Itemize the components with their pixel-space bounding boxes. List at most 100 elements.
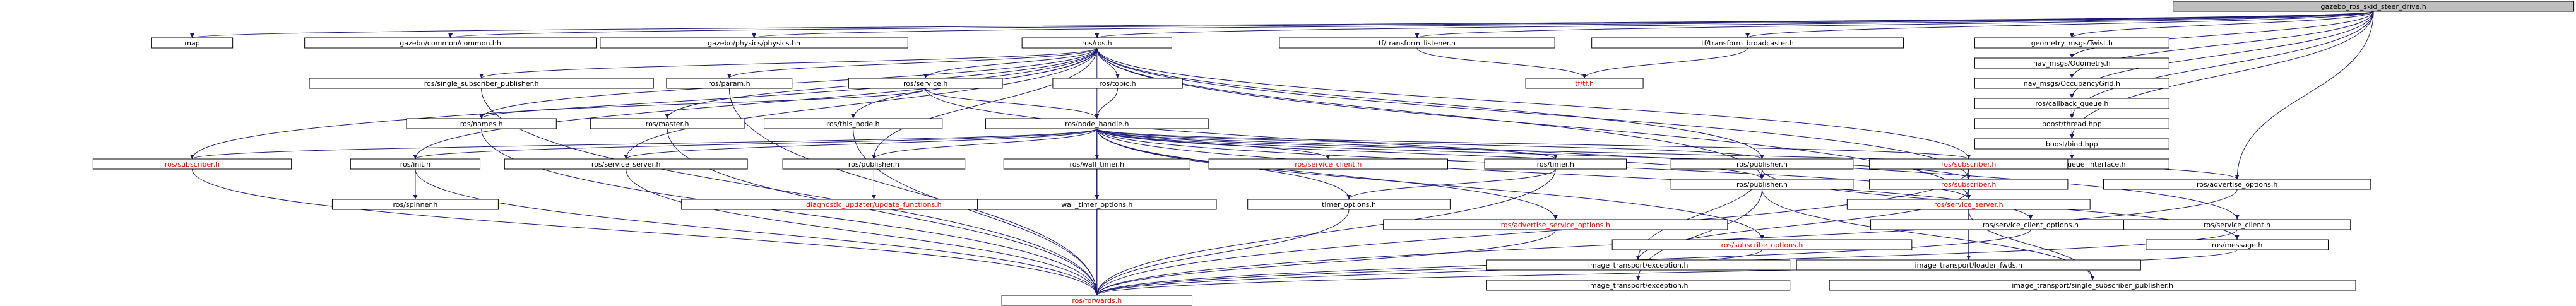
node-label: gazebo_ros_skid_steer_drive.h: [2320, 3, 2426, 11]
edge-ros_adv_service_options-to-ros_forwards: [1095, 229, 1556, 296]
node-label: ros/wall_timer.h: [1069, 160, 1124, 168]
node-it-exception-2[interactable]: image_transport/exception.h: [1486, 280, 1791, 291]
edge-ros_ros-to-ros_publisher_l: [871, 47, 1098, 160]
node-box: [1383, 219, 1728, 230]
node-box: [1869, 158, 2069, 170]
node-ros-adv-service-options[interactable]: ros/advertise_service_options.h: [1383, 219, 1728, 230]
edge-root-to-boost_bind: [2069, 11, 2374, 139]
node-ros-wall-timer-options[interactable]: wall_timer_options.h: [977, 199, 1217, 210]
node-tf-broadcaster[interactable]: tf/transform_broadcaster.h: [1591, 37, 1904, 49]
node-box: [304, 37, 597, 49]
node-label: ros/publisher.h: [1736, 160, 1788, 168]
edge-ros_ros-to-ros_subscriber_l: [190, 47, 1098, 160]
edge-ros_node_handle-to-ros_publisher_r: [1096, 128, 1764, 180]
node-label: ros/subscriber.h: [1941, 160, 1996, 168]
node-box: [1611, 239, 1913, 250]
node-label: image_transport/exception.h: [1588, 261, 1689, 269]
node-label: ros/service_client.h: [2204, 221, 2270, 229]
node-ros-topic[interactable]: ros/topic.h: [1052, 78, 1183, 89]
node-ros-subscriber-l[interactable]: ros/subscriber.h: [92, 158, 292, 170]
edge-ros_subscriber_m-to-ros_forwards: [1095, 168, 1969, 296]
node-diag-updater[interactable]: diagnostic_updater/update_functions.h: [681, 199, 1067, 210]
node-nav-grid[interactable]: nav_msgs/OccupancyGrid.h: [1974, 78, 2169, 89]
node-label: boost/thread.hpp: [2042, 120, 2102, 128]
node-label: ros/subscribe_options.h: [1721, 241, 1803, 249]
edge-root-to-gz_physics: [752, 11, 2374, 38]
node-ros-subscribe-options[interactable]: ros/subscribe_options.h: [1611, 239, 1913, 250]
edge-ros_this_node-to-ros_forwards: [853, 128, 1100, 296]
edge-ros_node_handle-to-ros_init: [413, 128, 1098, 160]
node-ros-publisher-r[interactable]: ros/publisher.h: [1670, 179, 1854, 190]
node-ros-forwards[interactable]: ros/forwards.h: [1001, 295, 1193, 306]
edge-root-to-gz_common: [449, 11, 2374, 38]
edge-ros_ros-to-ros_service_server_l: [624, 47, 1098, 160]
node-tf-tf[interactable]: tf/tf.h: [1525, 78, 1644, 89]
node-it-exception-1[interactable]: image_transport/exception.h: [1486, 259, 1791, 271]
node-ros-timer-options[interactable]: timer_options.h: [1247, 199, 1451, 210]
node-it-single-sub-pub[interactable]: image_transport/single_subscriber_publis…: [1829, 280, 2356, 291]
node-ros-master[interactable]: ros/master.h: [590, 118, 745, 129]
node-geometry-twist[interactable]: geometry_msgs/Twist.h: [1974, 37, 2169, 49]
edge-ros_service-to-ros_service_client_b: [925, 88, 2240, 220]
node-label: image_transport/exception.h: [1588, 281, 1689, 290]
node-ros-service-client-b[interactable]: ros/service_client.h: [2123, 219, 2351, 230]
edge-ros_node_handle-to-ros_subscriber_m: [1096, 128, 1971, 160]
node-nav-odom[interactable]: nav_msgs/Odometry.h: [1974, 57, 2169, 69]
node-ros-subscriber-r[interactable]: ros/subscriber.h: [1869, 179, 2069, 190]
edge-tf_broadcaster-to-tf_tf: [1582, 47, 1748, 79]
node-ros-subscriber-m[interactable]: ros/subscriber.h: [1869, 158, 2069, 170]
node-ros-spinner[interactable]: ros/spinner.h: [331, 199, 499, 210]
node-ros-service-client-red[interactable]: ros/service_client.h: [1208, 158, 1449, 170]
node-tf-listener[interactable]: tf/transform_listener.h: [1279, 37, 1555, 49]
edge-root-to-geometry_twist: [2070, 11, 2374, 38]
node-ros-names[interactable]: ros/names.h: [406, 118, 557, 129]
node-box: [1052, 78, 1183, 89]
node-label: ros/forwards.h: [1072, 297, 1122, 305]
node-ros-param[interactable]: ros/param.h: [666, 78, 793, 89]
node-ros-node-handle[interactable]: ros/node_handle.h: [985, 118, 1209, 129]
edge-root-to-tf_listener: [1415, 11, 2374, 38]
node-ros-message[interactable]: ros/message.h: [2146, 239, 2329, 250]
node-ros-this-node[interactable]: ros/this_node.h: [764, 118, 943, 129]
edge-ros_node_handle-to-ros_publisher_l: [871, 128, 1098, 160]
edge-ros_topic-to-ros_node_handle: [1095, 88, 1119, 119]
node-label: ros/service.h: [903, 79, 947, 88]
node-map[interactable]: map: [151, 37, 234, 49]
node-ros-service-server-r[interactable]: ros/service_server.h: [1846, 199, 2091, 210]
node-box: [1974, 118, 2169, 129]
edge-ros_init-to-ros_forwards: [415, 168, 1100, 296]
edge-root-to-nav_odom: [2069, 11, 2374, 59]
node-box: [1670, 158, 1854, 170]
node-ros-single-sub-pub[interactable]: ros/single_subscriber_publisher.h: [309, 78, 654, 89]
node-label: nav_msgs/Odometry.h: [2033, 59, 2111, 68]
node-ros-wall-timer[interactable]: ros/wall_timer.h: [1003, 158, 1190, 170]
node-gz-common[interactable]: gazebo/common/common.hh: [304, 37, 597, 49]
edge-ros_service_server_l-to-ros_forwards: [626, 168, 1100, 296]
node-box: [504, 158, 748, 170]
node-boost-bind[interactable]: boost/bind.hpp: [1974, 138, 2169, 150]
node-ros-advertise-options[interactable]: ros/advertise_options.h: [2103, 179, 2371, 190]
node-label: ros/this_node.h: [827, 120, 880, 128]
node-boost-thread[interactable]: boost/thread.hpp: [1974, 118, 2169, 129]
node-box: [92, 158, 292, 170]
node-box: [1670, 179, 1854, 190]
node-label: tf/transform_listener.h: [1379, 39, 1456, 47]
node-box: [1525, 78, 1644, 89]
node-label: ros/publisher.h: [1736, 180, 1788, 189]
node-ros-ros[interactable]: ros/ros.h: [1021, 37, 1172, 49]
edge-ros_node_handle-to-ros_publisher_m: [1096, 128, 1764, 160]
node-ros-timer[interactable]: ros/timer.h: [1484, 158, 1627, 170]
node-label: ros/topic.h: [1100, 79, 1136, 88]
node-box: [1846, 199, 2091, 210]
node-ros-service-server-l[interactable]: ros/service_server.h: [504, 158, 748, 170]
node-ros-publisher-l[interactable]: ros/publisher.h: [782, 158, 966, 170]
node-gz-physics[interactable]: gazebo/physics/physics.hh: [600, 37, 908, 49]
node-ros-service[interactable]: ros/service.h: [848, 78, 1003, 89]
edge-ros_node_handle-to-ros_advertise_options: [1096, 128, 2240, 180]
node-root[interactable]: gazebo_ros_skid_steer_drive.h: [2173, 1, 2575, 12]
edge-ros_ros-to-ros_subscriber_r: [1096, 47, 1971, 180]
node-ros-publisher-m[interactable]: ros/publisher.h: [1670, 158, 1854, 170]
node-ros-init[interactable]: ros/init.h: [350, 158, 481, 170]
node-ros-callback-queue[interactable]: ros/callback_queue.h: [1974, 98, 2169, 109]
node-it-loader-fwds[interactable]: image_transport/loader_fwds.h: [1796, 259, 2141, 271]
